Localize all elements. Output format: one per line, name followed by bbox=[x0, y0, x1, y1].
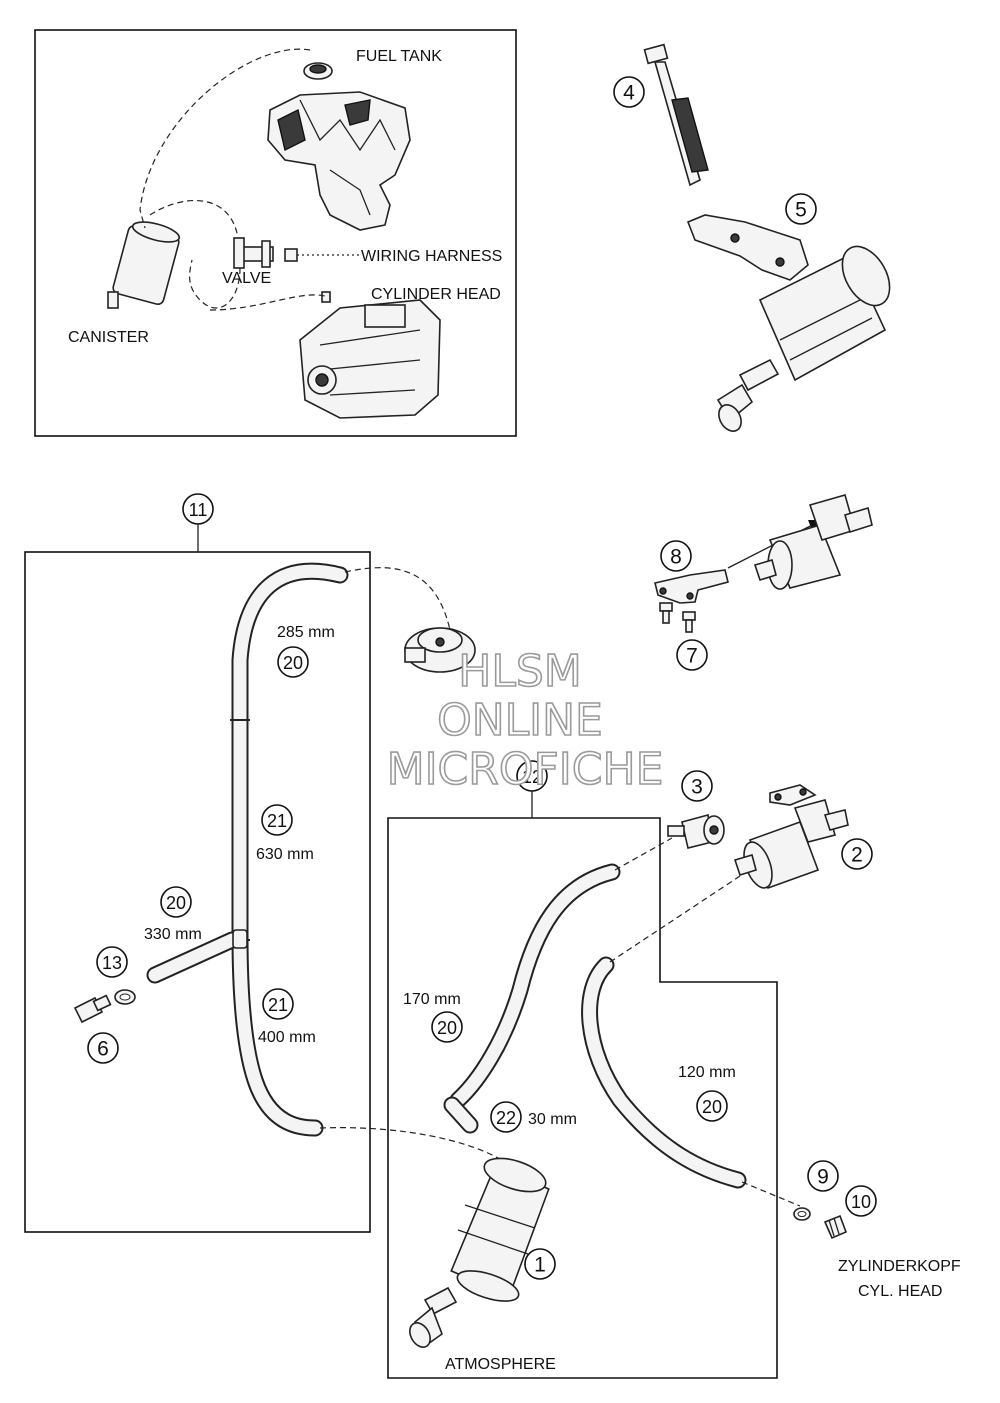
callout-2: 2 bbox=[841, 838, 873, 870]
label-fuel-tank: FUEL TANK bbox=[356, 48, 442, 65]
svg-text:8: 8 bbox=[670, 546, 682, 569]
callout-12: 12 bbox=[516, 760, 548, 792]
callout-21-a: 21 bbox=[261, 804, 293, 836]
svg-text:9: 9 bbox=[817, 1166, 829, 1189]
callout-8: 8 bbox=[660, 540, 692, 572]
svg-text:4: 4 bbox=[623, 82, 635, 105]
svg-text:20: 20 bbox=[283, 653, 303, 673]
hose-170 bbox=[443, 863, 621, 1134]
watermark-line-1: HLSM bbox=[458, 646, 582, 697]
kit-frame-12 bbox=[387, 817, 778, 1379]
hose-length-330: 330 mm bbox=[144, 926, 202, 943]
inset-line-head bbox=[209, 294, 326, 311]
nipple-part-10 bbox=[823, 1214, 848, 1240]
svg-text:13: 13 bbox=[102, 953, 122, 973]
hose-length-170: 170 mm bbox=[403, 991, 461, 1008]
callout-3: 3 bbox=[681, 770, 713, 802]
inset-line-valve bbox=[149, 199, 239, 239]
canister-top-right-drawing bbox=[716, 245, 891, 432]
label-cylinder-head: CYLINDER HEAD bbox=[371, 286, 501, 303]
svg-text:6: 6 bbox=[97, 1038, 109, 1061]
inset-frame bbox=[34, 29, 517, 437]
hose-length-630: 630 mm bbox=[256, 846, 314, 863]
watermark-line-3: MICROFICHE bbox=[387, 744, 664, 795]
bracket-part-5 bbox=[686, 214, 809, 281]
svg-text:21: 21 bbox=[268, 995, 288, 1015]
clamp-part-9 bbox=[793, 1207, 811, 1221]
callout-22: 22 bbox=[490, 1101, 522, 1133]
svg-text:10: 10 bbox=[851, 1192, 871, 1212]
svg-text:20: 20 bbox=[166, 893, 186, 913]
callout-20-a: 20 bbox=[277, 646, 309, 678]
svg-text:3: 3 bbox=[691, 776, 703, 799]
line-to-part-3 bbox=[614, 837, 673, 871]
valve-part-2 bbox=[733, 784, 849, 890]
svg-text:1: 1 bbox=[534, 1254, 546, 1277]
callout-11: 11 bbox=[182, 493, 214, 525]
svg-text:11: 11 bbox=[189, 500, 208, 520]
inset-line-tank bbox=[139, 48, 311, 229]
canister-part-1 bbox=[409, 1157, 550, 1348]
inset-line-loop bbox=[189, 259, 241, 309]
strap-part-4 bbox=[643, 43, 709, 187]
line-to-part-9 bbox=[741, 1181, 801, 1207]
line-to-valve bbox=[609, 875, 741, 963]
svg-text:20: 20 bbox=[702, 1097, 722, 1117]
svg-text:5: 5 bbox=[795, 199, 807, 222]
callout-10: 10 bbox=[845, 1185, 877, 1217]
callout-21-b: 21 bbox=[262, 988, 294, 1020]
svg-text:2: 2 bbox=[851, 844, 863, 867]
fuel-tank-drawing bbox=[267, 62, 411, 231]
callout-4: 4 bbox=[613, 76, 645, 108]
inset-cylinder-head-drawing bbox=[299, 291, 441, 419]
clamp-part-13 bbox=[114, 989, 136, 1005]
hose-length-285: 285 mm bbox=[277, 624, 335, 641]
valve-top-drawing bbox=[753, 494, 873, 590]
hose-120 bbox=[581, 956, 747, 1189]
label-wiring-harness: WIRING HARNESS bbox=[361, 248, 502, 265]
label-zylinderkopf: ZYLINDERKOPF bbox=[838, 1258, 961, 1275]
callout-20-b: 20 bbox=[160, 886, 192, 918]
svg-text:22: 22 bbox=[496, 1108, 516, 1128]
callout-20-d: 20 bbox=[696, 1090, 728, 1122]
callout-20-c: 20 bbox=[431, 1011, 463, 1043]
callout-9: 9 bbox=[807, 1160, 839, 1192]
line-to-canister bbox=[319, 1127, 506, 1163]
inset-valve-drawing bbox=[233, 237, 298, 269]
svg-text:7: 7 bbox=[686, 645, 698, 668]
label-atmosphere: ATMOSPHERE bbox=[445, 1356, 556, 1373]
label-canister: CANISTER bbox=[68, 329, 149, 346]
callout-1: 1 bbox=[524, 1248, 556, 1280]
callout-7: 7 bbox=[676, 639, 708, 671]
hose-length-120: 120 mm bbox=[678, 1064, 736, 1081]
svg-text:20: 20 bbox=[437, 1018, 457, 1038]
tank-cap-drawing bbox=[404, 627, 476, 673]
label-valve: VALVE bbox=[222, 270, 271, 287]
line-to-tank-cap bbox=[344, 567, 453, 641]
callout-6: 6 bbox=[87, 1032, 119, 1064]
hose-length-30: 30 mm bbox=[528, 1111, 577, 1128]
hose-assembly-11 bbox=[146, 562, 349, 1137]
inset-canister-drawing bbox=[107, 221, 181, 309]
hose-length-400: 400 mm bbox=[258, 1029, 316, 1046]
svg-text:12: 12 bbox=[522, 767, 542, 787]
watermark-line-2: ONLINE bbox=[437, 695, 603, 746]
connector-part-3 bbox=[667, 813, 725, 849]
fitting-part-6 bbox=[73, 994, 112, 1024]
screws-part-7 bbox=[659, 602, 696, 633]
svg-text:21: 21 bbox=[267, 811, 287, 831]
callout-13: 13 bbox=[96, 946, 128, 978]
label-cyl-head: CYL. HEAD bbox=[858, 1283, 942, 1300]
callout-5: 5 bbox=[785, 193, 817, 225]
bracket-part-8 bbox=[654, 569, 729, 604]
